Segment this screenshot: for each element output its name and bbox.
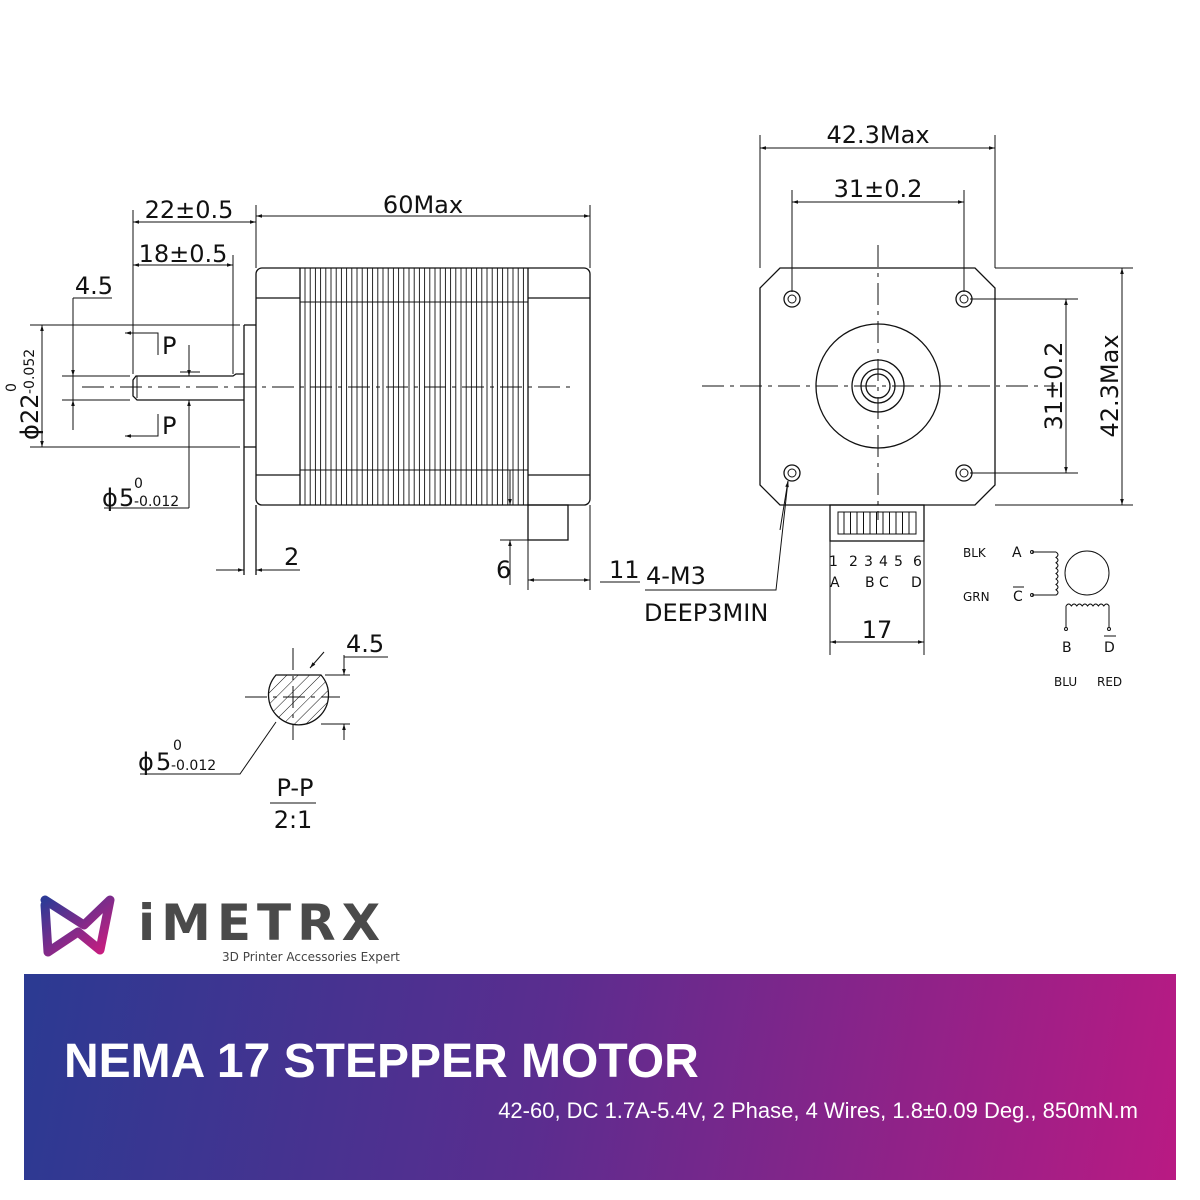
mounting-hole [955,290,973,308]
terminal-b: B [1062,640,1072,656]
holes-note: 4-M3 [646,562,706,590]
terminal-d: D [1104,640,1115,656]
svg-text:1: 1 [829,554,838,570]
section-mark-top: P [162,332,176,360]
wiring-diagram: BLK A GRN C B D BLU RED [963,545,1122,689]
svg-text:A: A [830,575,840,591]
brand-logo-icon [40,895,115,957]
connector-housing [527,504,569,541]
mounting-hole-thread [959,294,969,304]
svg-text:3: 3 [864,554,873,570]
svg-text:B: B [865,575,875,591]
motor-face [759,267,996,506]
dimension-lines [30,205,640,590]
svg-text:D: D [911,575,922,591]
dim-flange: 2 [284,543,299,571]
svg-text:22: 22 [16,393,44,424]
section-scale: 2:1 [274,806,313,834]
svg-text:0: 0 [134,476,143,492]
svg-text:0: 0 [4,383,20,392]
dim-shaft-length: 22±0.5 [145,196,234,224]
side-view: 60Max 22±0.5 18±0.5 4.5 P P ϕ 22 0 -0.05… [4,191,640,590]
wire-color-blk: BLK [963,546,987,560]
product-banner: NEMA 17 STEPPER MOTOR 42-60, DC 1.7A-5.4… [24,974,1176,1180]
connector [829,504,925,542]
terminal-a: A [1012,545,1022,561]
svg-text:-0.052: -0.052 [22,349,38,394]
svg-text:C: C [879,575,889,591]
mounting-hole-thread [787,294,797,304]
mounting-hole [783,464,801,482]
mounting-hole [955,464,973,482]
svg-text:6: 6 [913,554,922,570]
dim-connector-width: 17 [862,616,893,644]
svg-text:5: 5 [894,554,903,570]
section-dim-flat: 4.5 [346,630,384,658]
connector-pin-labels: 1 2 3 4 5 6 A B C D [829,554,922,591]
rotor-icon [1064,550,1110,596]
product-title: NEMA 17 STEPPER MOTOR [64,1035,699,1088]
motor-body [255,267,591,541]
svg-text:0: 0 [173,738,182,754]
coil-b-icon [1065,603,1110,607]
dim-boss-diameter: ϕ 22 0 -0.052 [4,349,44,440]
section-view: 4.5 ϕ 5 0 -0.012 P-P 2:1 [138,630,388,834]
dim-hole-spacing-v: 31±0.2 [1040,342,1068,431]
wire-color-blu: BLU [1054,675,1077,689]
dim-flat-length: 18±0.5 [139,240,228,268]
mounting-hole-thread [959,468,969,478]
wire-color-grn: GRN [963,590,990,604]
brand-tagline: 3D Printer Accessories Expert [222,950,400,964]
section-dim-diameter: ϕ 5 0 -0.012 [138,738,216,776]
dim-shaft-diameter: ϕ 5 0 -0.012 [102,476,179,512]
svg-text:5: 5 [119,484,134,512]
svg-text:2: 2 [849,554,858,570]
brand-name: iMETRX [138,894,387,952]
svg-text:ϕ: ϕ [102,484,118,512]
section-mark-bottom: P [162,412,176,440]
svg-text:ϕ: ϕ [16,424,44,440]
dim-connector-height: 6 [496,556,511,584]
svg-text:4: 4 [879,554,888,570]
svg-text:-0.012: -0.012 [171,758,216,774]
svg-text:-0.012: -0.012 [134,494,179,510]
dim-height: 42.3Max [1096,334,1124,437]
coil-a-icon [1055,551,1059,596]
svg-text:5: 5 [156,748,171,776]
dim-connector-offset: 11 [609,556,640,584]
section-title: P-P [276,774,313,802]
holes-depth: DEEP3MIN [644,599,768,627]
mounting-hole [783,290,801,308]
mounting-hole-thread [787,468,797,478]
svg-text:ϕ: ϕ [138,748,154,776]
dim-length: 60Max [383,191,463,219]
front-dimension-lines [645,135,1133,655]
technical-drawing: 60Max 22±0.5 18±0.5 4.5 P P ϕ 22 0 -0.05… [4,121,1133,957]
terminal-c: C [1013,589,1023,605]
dim-hole-spacing-h: 31±0.2 [834,175,923,203]
flange-and-shaft [82,324,575,575]
dim-width: 42.3Max [826,121,929,149]
front-view: 42.3Max 31±0.2 31±0.2 42.3Max 4-M3 DEEP3… [644,121,1133,655]
product-specs: 42-60, DC 1.7A-5.4V, 2 Phase, 4 Wires, 1… [498,1098,1138,1123]
wire-color-red: RED [1097,675,1122,689]
dim-flat-depth: 4.5 [75,272,113,300]
